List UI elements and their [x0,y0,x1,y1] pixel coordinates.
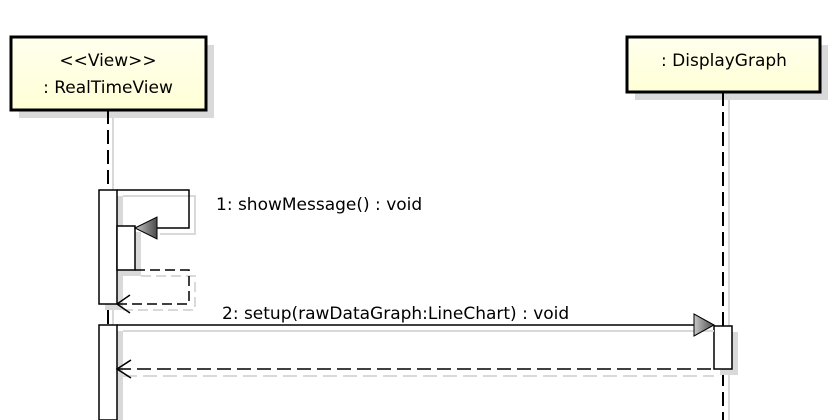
message-2-return[interactable] [115,359,714,379]
activation-bars-realtimeview [98,189,141,420]
message-shadow [123,195,196,235]
activation-bar[interactable] [98,324,118,420]
return-line [117,269,190,305]
activation-bars-displaygraph [713,325,738,375]
nested-activation-bar[interactable] [116,225,136,271]
filled-arrowhead-icon [133,216,158,240]
open-arrowhead-icon [115,359,132,379]
message-line [117,189,190,229]
message-2-call[interactable]: 2: setup(rawDataGraph:LineChart) : void [117,304,716,337]
message-label: 1: showMessage() : void [216,195,422,215]
lifeline-head-box[interactable] [625,35,822,94]
lifeline-stereotype: <<View>> [59,51,156,71]
filled-arrowhead-icon [693,313,716,337]
return-shadow [123,275,196,311]
lifeline-name: : RealTimeView [43,78,173,98]
activation-bar[interactable] [98,189,118,305]
message-1-self-call[interactable]: 1: showMessage() : void [117,189,422,240]
lifeline-name: : DisplayGraph [661,51,787,71]
message-1-return[interactable] [115,269,196,314]
lifeline-head-box[interactable] [9,35,208,112]
message-label: 2: setup(rawDataGraph:LineChart) : void [222,304,569,324]
activation-bar[interactable] [713,325,733,370]
open-arrowhead-icon [115,294,131,314]
